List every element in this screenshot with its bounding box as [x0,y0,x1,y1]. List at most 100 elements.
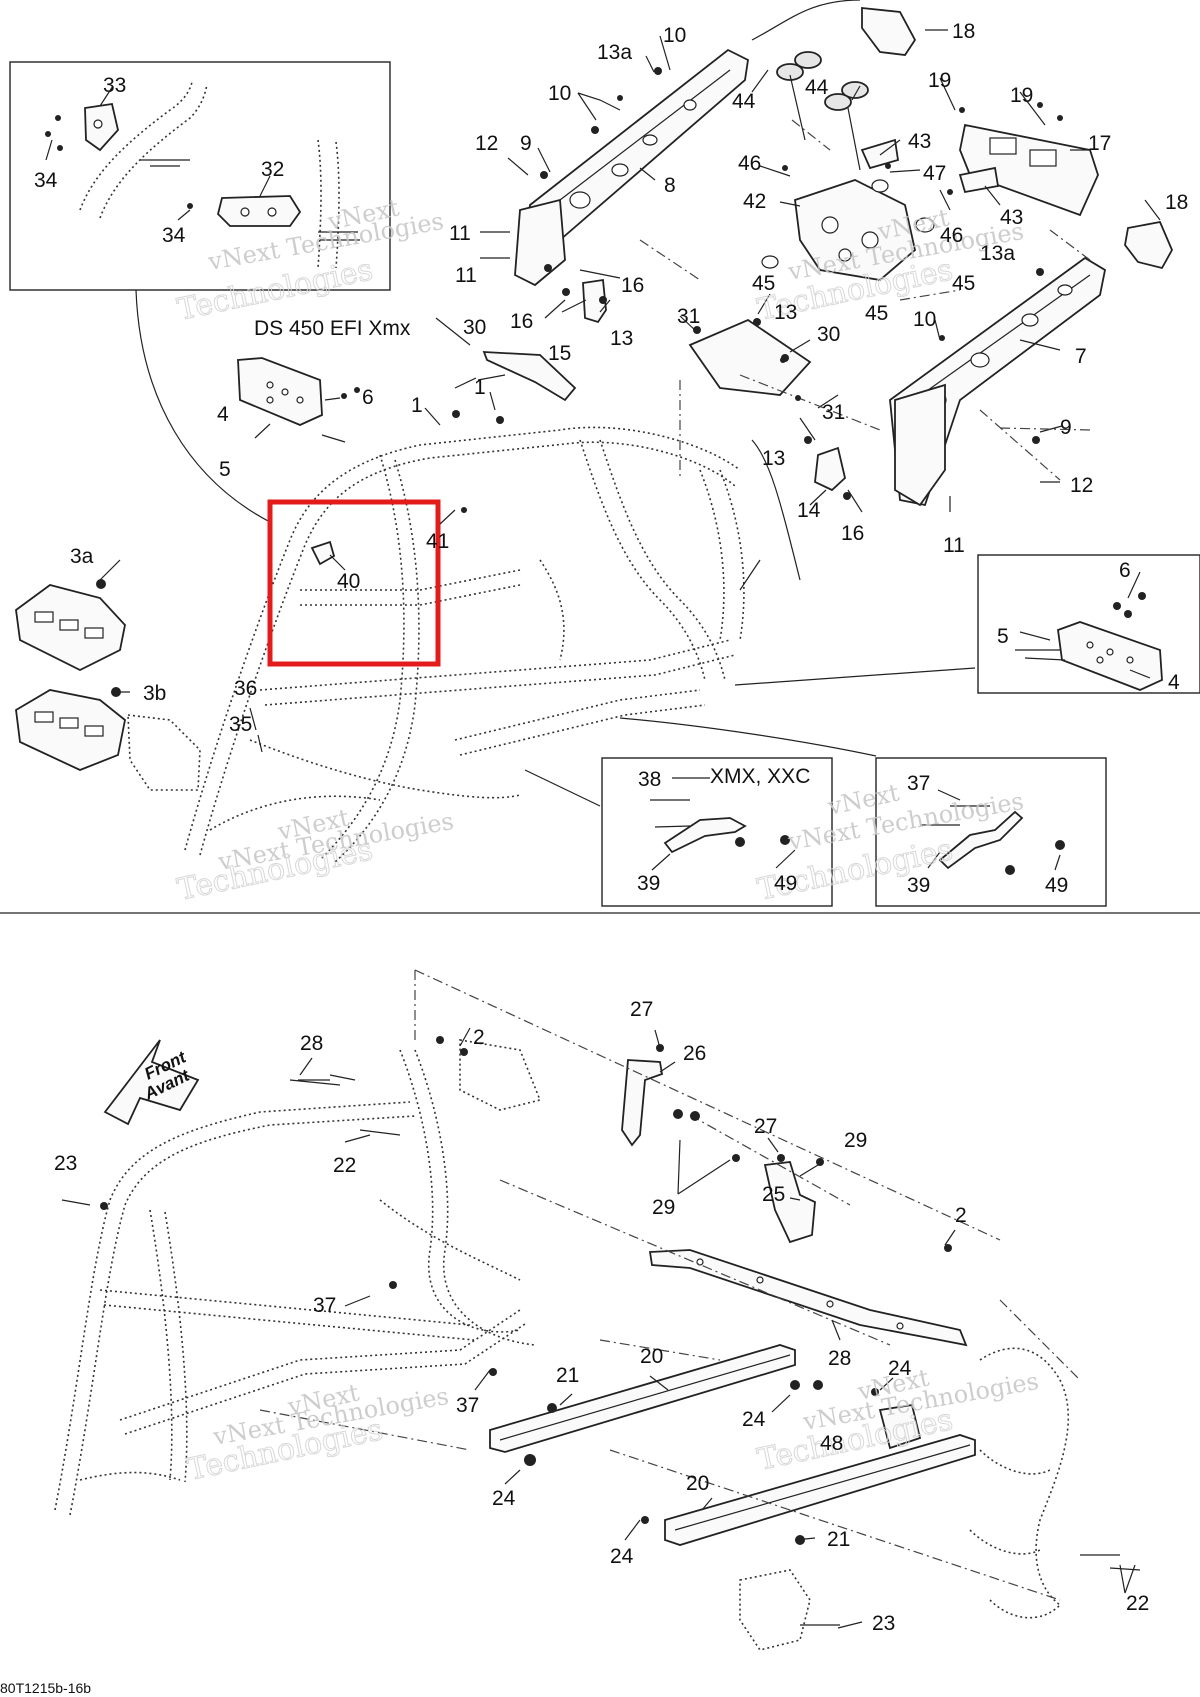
callout-37: 37 [907,772,930,795]
mount-bottom-center [739,1569,811,1651]
callout-24: 24 [492,1487,516,1510]
callout-34: 34 [34,169,58,192]
part-40-clip [310,540,336,566]
rail-7 [889,256,1107,507]
lower-leaders [61,1027,1141,1629]
callout-19: 19 [928,69,951,92]
callout-32: 32 [261,158,284,181]
callout-27: 27 [754,1115,777,1138]
bracket-43-b [958,166,1000,194]
callout-4: 4 [217,403,229,426]
rear-frame-section [969,1347,1070,1619]
callout-28: 28 [828,1347,851,1370]
callout-25: 25 [762,1183,785,1206]
inset-detail-box [9,61,391,291]
callout-10: 10 [663,24,686,47]
callout-13: 13 [774,301,797,324]
callout-5: 5 [997,625,1009,648]
inset-frame-tubes [79,81,340,269]
crossmember-upper [648,1249,968,1347]
highlight-box-part-40 [267,499,441,667]
main-frame-upper [184,426,745,863]
bracket-3-mount [127,714,201,791]
callout-45: 45 [952,272,975,295]
callout-49: 49 [774,872,797,895]
plate-30-upper [688,318,812,396]
callout-28: 28 [300,1032,323,1055]
strap-39-xmx [650,799,790,854]
upper-arrows [321,0,976,807]
callout-22: 22 [333,1154,356,1177]
callout-35: 35 [229,713,252,736]
footrest-3a [15,584,126,672]
callout-20: 20 [640,1345,663,1368]
callout-9: 9 [1060,416,1072,439]
document-code: 80T1215b-16b [0,1680,91,1696]
callout-27: 27 [630,998,653,1021]
crossbar-17 [959,123,1099,217]
callout-14: 14 [797,499,821,522]
rail-20-b [664,1434,976,1546]
callout-labels: 33 34 32 34 10 13a 10 44 44 18 19 19 17 … [34,20,1188,1635]
callout-18: 18 [952,20,975,43]
callout-13: 13 [610,327,633,350]
callout-36: 36 [234,677,257,700]
bracket-18-right [1124,220,1174,270]
callout-37: 37 [313,1294,336,1317]
bracket-26 [621,1059,664,1147]
callout-22: 22 [1126,1592,1149,1615]
callout-9: 9 [520,132,532,155]
callout-18: 18 [1165,191,1188,214]
callout-15: 15 [548,342,571,365]
callout-11: 11 [455,264,477,287]
front-arrow [103,1039,200,1126]
callout-23: 23 [872,1612,895,1635]
callout-11: 11 [943,534,965,557]
callout-6: 6 [1119,559,1131,582]
footrest-4-inset [1057,621,1163,691]
callout-40: 40 [337,570,360,593]
plugs-44 [776,51,869,111]
callout-21: 21 [556,1364,579,1387]
callout-16: 16 [510,310,533,333]
callout-16: 16 [841,522,864,545]
callout-21: 21 [827,1528,850,1551]
callout-29: 29 [844,1129,867,1152]
footrest-3b [15,689,126,771]
strap-39-right [920,805,1065,875]
callout-3a: 3a [70,545,94,568]
bracket-48 [878,1403,922,1450]
callout-13a: 13a [980,242,1015,265]
callout-17: 17 [1088,132,1111,155]
inset-bolts [45,115,360,241]
callout-2: 2 [955,1204,967,1227]
callout-10: 10 [548,82,571,105]
lower-dash-lines [259,969,1081,1601]
callout-46: 46 [738,152,761,175]
callout-34: 34 [162,224,186,247]
callout-39: 39 [907,874,930,897]
callout-13: 13 [762,447,785,470]
callout-6: 6 [362,386,374,409]
bracket-43-a [860,138,900,170]
callout-41: 41 [426,530,449,553]
step-inset-bolts [1015,602,1132,661]
callout-37: 37 [456,1394,479,1417]
callout-46: 46 [940,224,963,247]
callout-31: 31 [677,305,700,328]
callout-8: 8 [664,174,676,197]
callout-7: 7 [1075,345,1087,368]
callout-38: 38 [638,768,661,791]
callout-13a: 13a [597,41,632,64]
callout-43: 43 [1000,206,1023,229]
step-inset-box [977,554,1200,694]
callout-45: 45 [865,302,888,325]
callout-24: 24 [888,1357,912,1380]
callout-20: 20 [686,1472,709,1495]
callout-30: 30 [817,323,840,346]
callout-49: 49 [1045,874,1068,897]
callout-48: 48 [820,1432,843,1455]
callout-1: 1 [474,376,486,399]
variant-label: XMX, XXC [710,765,810,788]
